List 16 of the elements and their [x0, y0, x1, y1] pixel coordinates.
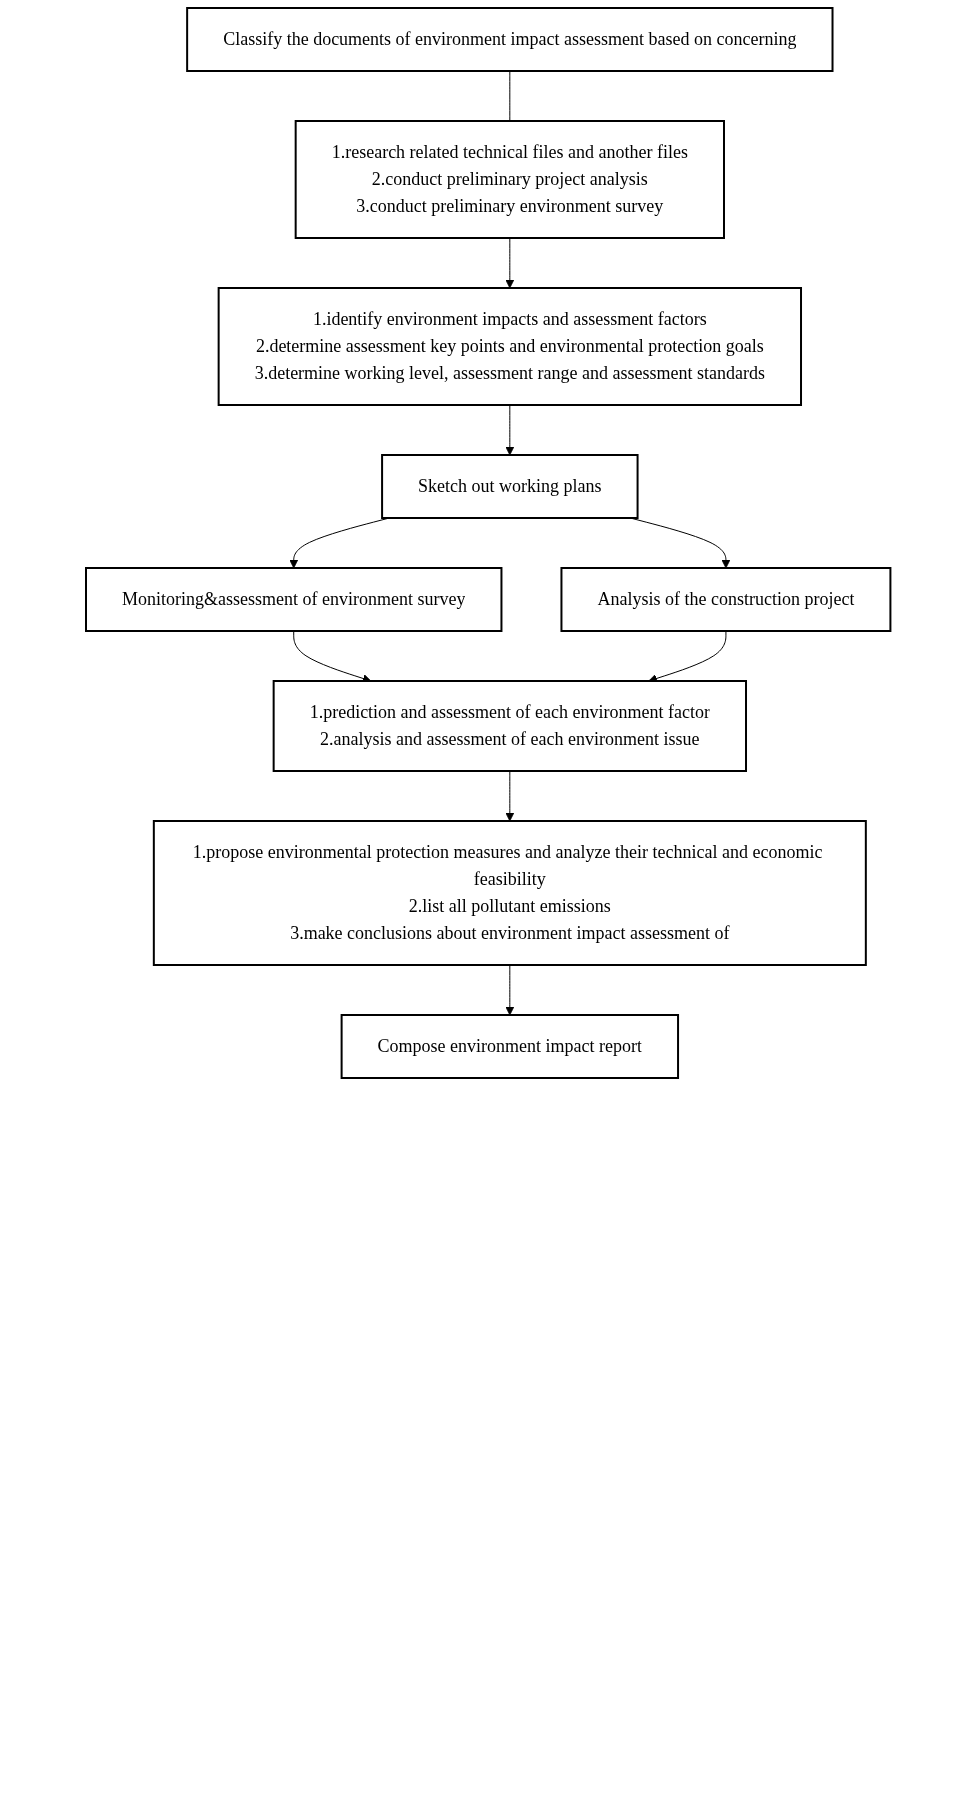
- arrow: [505, 964, 514, 1016]
- node-box: Monitoring&assessment of environment survey: [84, 567, 503, 632]
- connector: [509, 70, 511, 122]
- node-box: Analysis of the construction project: [560, 567, 892, 632]
- node-box: 1.prediction and assessment of each environment factor 2.analysis and assessment of each environment issue: [272, 680, 747, 772]
- arrow: [293, 630, 372, 683]
- node-box: 1.identify environment impacts and assessment factors 2.determine assessment key points and environmental protection goals 3.determine working level, assessment range and assessment standards: [217, 287, 802, 406]
- node-box: Sketch out working plans: [380, 454, 639, 519]
- node-box: Compose environment impact report: [340, 1014, 679, 1079]
- node-box: 1.propose environmental protection measures and analyze their technical and economic feasibility 2.list all pollutant emissions 3.make conclusions about environment impact assessment of: [152, 820, 867, 966]
- arrow: [505, 404, 514, 456]
- node-box: 1.research related technical files and another files 2.conduct preliminary project analysis 3.conduct preliminary environment survey: [294, 120, 725, 239]
- arrow: [505, 237, 514, 289]
- arrow: [505, 770, 514, 822]
- arrow: [648, 630, 727, 683]
- node-box: Classify the documents of environment impact assessment based on concerning: [185, 7, 834, 72]
